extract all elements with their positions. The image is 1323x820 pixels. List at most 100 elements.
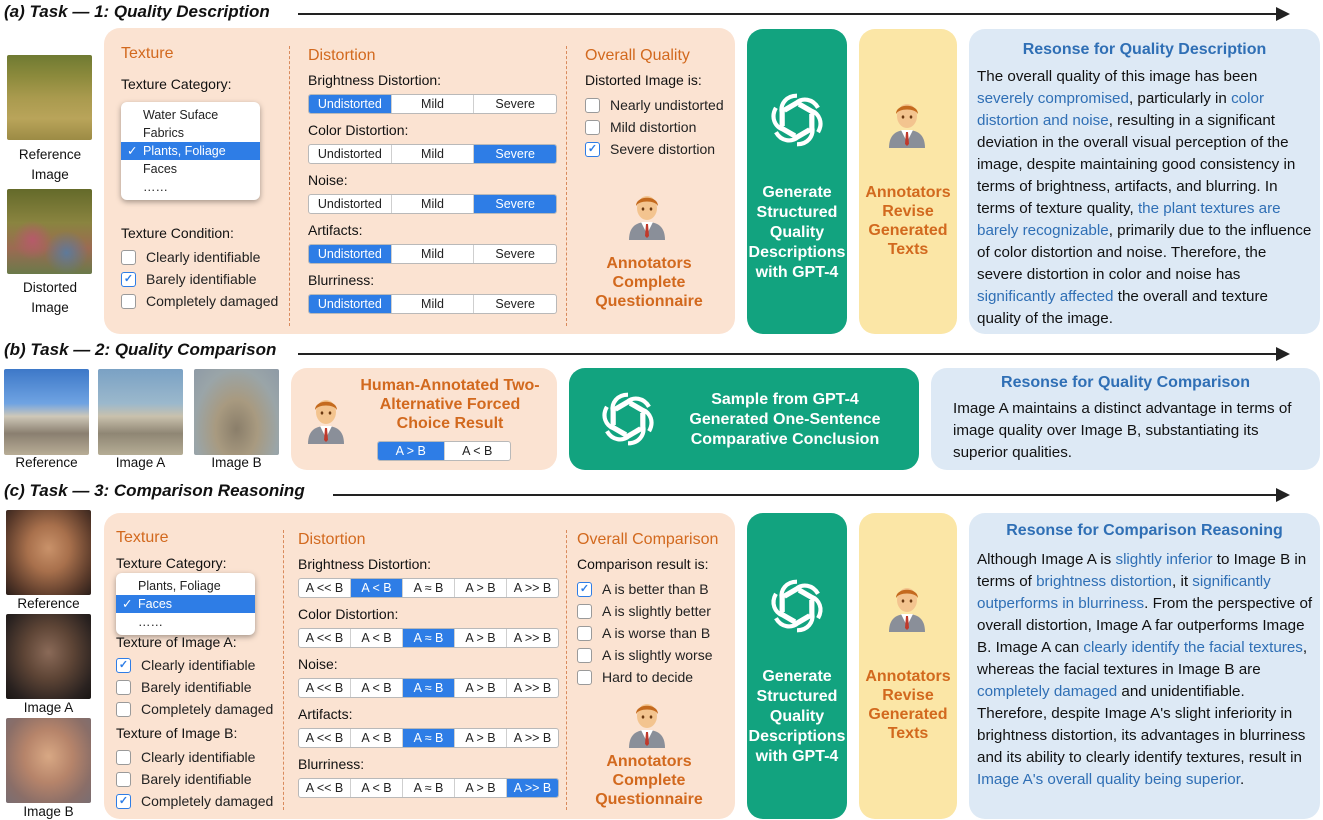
response-phrase: , whereas the facial textures in Image B… (977, 639, 1308, 678)
reference-image-field (7, 55, 92, 140)
task3-texture-b-label: Texture of Image B: (116, 725, 238, 741)
task3-texture-category-dropdown[interactable]: Plants, Foliage Faces …… (116, 573, 255, 635)
task1-revise-text: Annotators Revise Generated Texts (865, 184, 951, 258)
check-icon[interactable]: ✓ (121, 271, 136, 287)
task3-revise-text: Annotators Revise Generated Texts (865, 668, 951, 742)
annotator-person-icon (887, 582, 927, 632)
task3-image-b-caption: Image B (23, 804, 74, 819)
checkbox[interactable] (585, 119, 600, 135)
task1-condition-clear[interactable]: Clearly identifiable (121, 249, 260, 265)
checkbox[interactable] (577, 603, 592, 619)
task1-texture-condition-label: Texture Condition: (121, 225, 234, 241)
checkbox[interactable] (577, 669, 592, 685)
task1-texture-heading: Texture (121, 45, 174, 62)
dropdown-option[interactable]: Fabrics (143, 126, 184, 140)
task3-image-b (6, 718, 91, 803)
task3-response-panel (969, 513, 1320, 819)
annotator-person-icon (306, 394, 346, 444)
checkbox[interactable] (577, 647, 592, 663)
dropdown-option[interactable]: …… (138, 615, 163, 629)
response-phrase: , particularly in (1128, 90, 1232, 107)
task3-arrow (333, 488, 1290, 502)
task1-blurriness-label: Blurriness: (308, 272, 375, 288)
task3-b-damaged[interactable]: ✓Completely damaged (116, 793, 273, 809)
highlighted-phrase: Image A's overall quality being superior (977, 771, 1240, 788)
task1-overall-nearly[interactable]: Nearly undistorted (585, 97, 724, 113)
check-icon[interactable]: ✓ (116, 657, 131, 673)
task3-brightness-label: Brightness Distortion: (298, 556, 432, 572)
task1-texture-category-dropdown[interactable]: Water Suface Fabrics Plants, Foliage Fac… (121, 102, 260, 200)
task3-reference-caption: Reference (17, 596, 80, 611)
dropdown-option[interactable]: Plants, Foliage (138, 579, 221, 593)
task3-a-damaged[interactable]: Completely damaged (116, 701, 273, 717)
task2-human-text: Human-Annotated Two-Alternative Forced C… (360, 377, 540, 432)
response-phrase: , resulting in a significant deviation i… (977, 112, 1296, 217)
checkbox[interactable] (116, 679, 131, 695)
task1-overall-severe[interactable]: ✓Severe distortion (585, 141, 715, 157)
task1-arrow (298, 7, 1290, 21)
dropdown-option[interactable]: …… (143, 180, 168, 194)
dropdown-option-selected[interactable]: Plants, Foliage (121, 142, 260, 160)
checkbox[interactable] (116, 701, 131, 717)
checkbox[interactable] (121, 293, 136, 309)
task1-artifacts-label: Artifacts: (308, 222, 363, 238)
task2-image-b-caption: Image B (211, 455, 262, 470)
task3-gpt-box (747, 513, 847, 819)
check-icon[interactable]: ✓ (585, 141, 600, 157)
task3-response-title: Resonse for Comparison Reasoning (1006, 522, 1283, 539)
task2-image-b (194, 369, 279, 455)
task3-texture-heading: Texture (116, 529, 169, 546)
dropdown-option[interactable]: Faces (143, 162, 178, 176)
task3-blurriness-label: Blurriness: (298, 756, 365, 772)
task2-response-title: Resonse for Quality Comparison (1001, 374, 1250, 391)
dropdown-option-selected[interactable]: Faces (116, 595, 255, 613)
task3-overall-worse[interactable]: A is worse than B (577, 625, 710, 641)
task3-reference-image (6, 510, 91, 595)
highlighted-phrase: slightly inferior (1115, 551, 1213, 568)
checkbox[interactable] (585, 97, 600, 113)
annotator-person-icon (887, 98, 927, 148)
dropdown-option[interactable]: Water Suface (143, 108, 219, 122)
task3-overall-hard[interactable]: Hard to decide (577, 669, 693, 685)
highlighted-phrase: the plant textures are barely recognizab… (977, 200, 1281, 239)
checkbox[interactable] (116, 771, 131, 787)
task2-arrow (298, 347, 1290, 361)
checkbox[interactable] (116, 749, 131, 765)
task1-condition-damaged[interactable]: Completely damaged (121, 293, 278, 309)
openai-logo-icon (765, 574, 829, 638)
task1-gpt-box (747, 29, 847, 334)
task2-gpt-box (569, 368, 919, 470)
check-icon[interactable]: ✓ (116, 793, 131, 809)
response-phrase: , primarily due to the influence of colo… (977, 222, 1312, 283)
task3-overall-slightly-worse[interactable]: A is slightly worse (577, 647, 712, 663)
highlighted-phrase: brightness distortion (1036, 573, 1172, 590)
task1-condition-barely[interactable]: ✓Barely identifiable (121, 271, 257, 287)
checkbox[interactable] (577, 625, 592, 641)
task3-overall-slightly-better[interactable]: A is slightly better (577, 603, 711, 619)
task3-a-barely[interactable]: Barely identifiable (116, 679, 252, 695)
task1-texture-category-label: Texture Category: (121, 76, 232, 92)
task3-b-clear[interactable]: Clearly identifiable (116, 749, 255, 765)
task3-a-clear[interactable]: ✓Clearly identifiable (116, 657, 255, 673)
checkbox[interactable] (121, 249, 136, 265)
task1-divider-1 (289, 46, 290, 326)
task1-gpt-text: Generate Structured Quality Descriptions… (748, 184, 846, 281)
task3-b-barely[interactable]: Barely identifiable (116, 771, 252, 787)
task3-overall-better[interactable]: ✓A is better than B (577, 581, 709, 597)
task2-title: (b) Task — 2: Quality Comparison (4, 340, 277, 359)
task1-response-title: Resonse for Quality Description (1022, 41, 1267, 58)
check-icon[interactable]: ✓ (577, 581, 592, 597)
task1-overall-mild[interactable]: Mild distortion (585, 119, 696, 135)
task3-divider-2 (566, 530, 567, 810)
